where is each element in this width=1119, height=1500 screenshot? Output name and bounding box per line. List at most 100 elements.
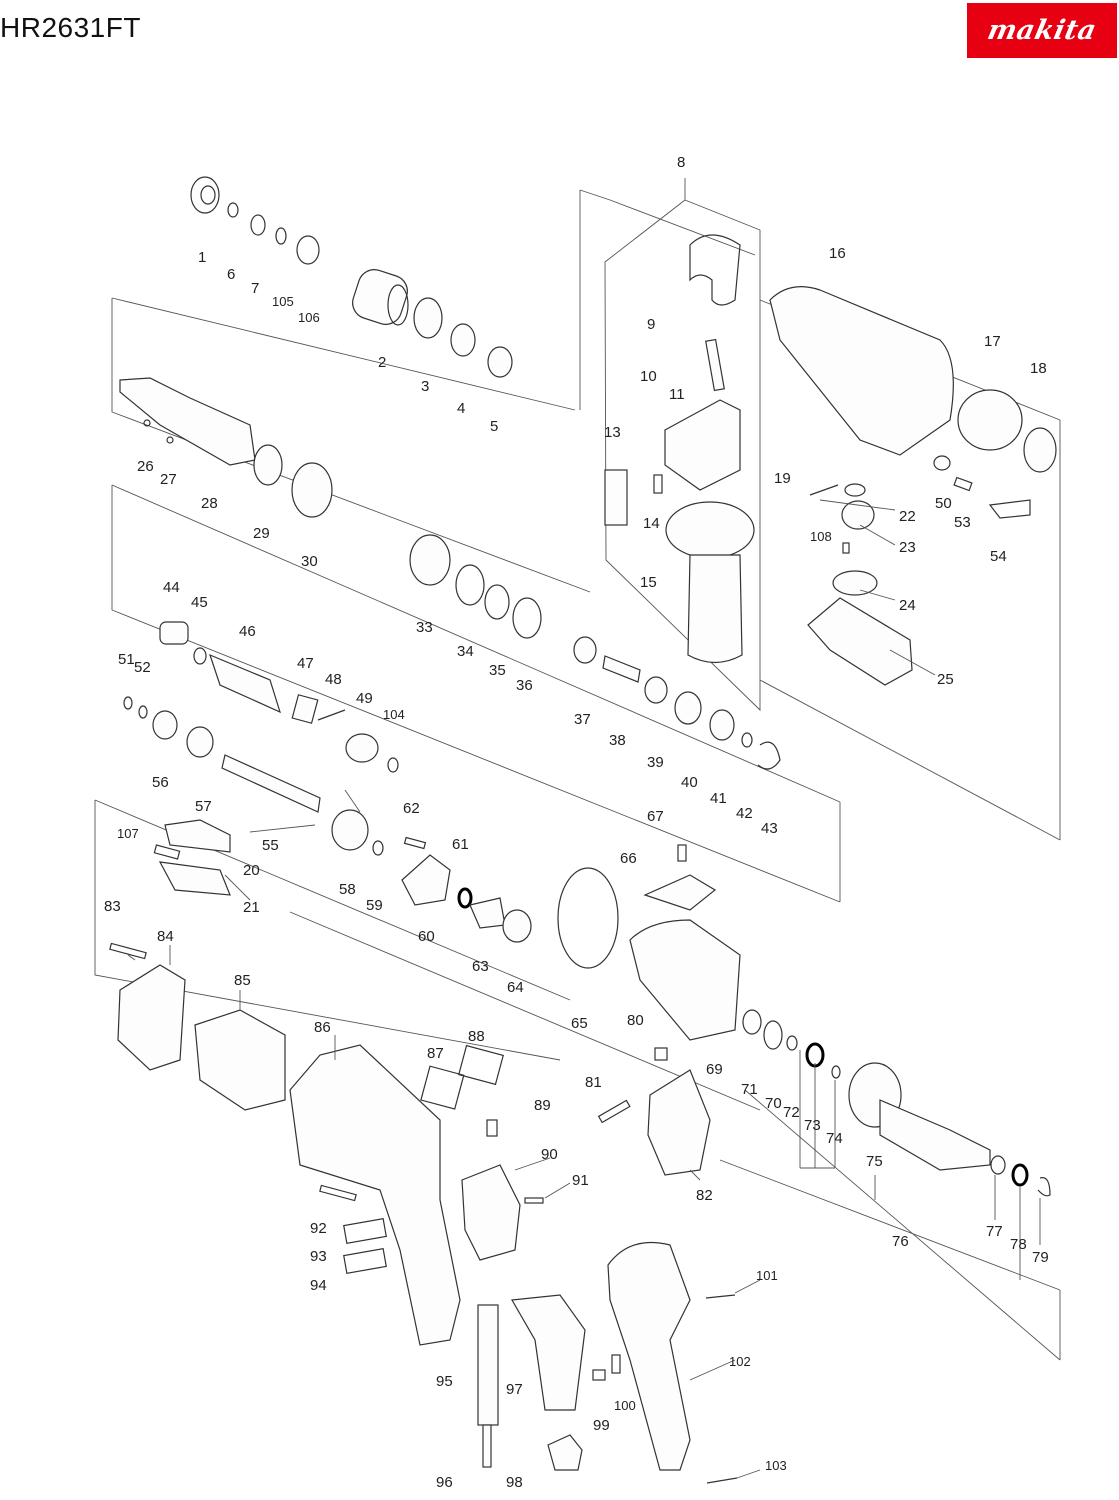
part-63: [469, 897, 506, 929]
label-52: 52: [134, 659, 151, 676]
part-47: [291, 694, 319, 724]
label-66: 66: [620, 850, 637, 867]
label-2: 2: [378, 354, 386, 371]
part-37: [573, 636, 597, 664]
part-93: [343, 1217, 387, 1245]
label-4: 4: [457, 400, 465, 417]
label-9: 9: [647, 316, 655, 333]
part-82: [647, 1069, 711, 1176]
label-96: 96: [436, 1474, 453, 1491]
part-35: [484, 584, 510, 620]
part-84: [117, 964, 186, 1071]
label-98: 98: [506, 1474, 523, 1491]
part-22: [844, 483, 866, 497]
label-18: 18: [1030, 360, 1047, 377]
part-14: [653, 474, 663, 494]
part-45: [193, 647, 207, 665]
label-59: 59: [366, 897, 383, 914]
label-83: 83: [104, 898, 121, 915]
label-7: 7: [251, 280, 259, 297]
part-56: [152, 710, 178, 740]
label-45: 45: [191, 594, 208, 611]
part-43: [757, 741, 781, 770]
part-29: [253, 444, 283, 486]
leader-lines: [127, 499, 1041, 1479]
label-6: 6: [227, 266, 235, 283]
label-93: 93: [310, 1248, 327, 1265]
part-86: [289, 1044, 461, 1346]
label-36: 36: [516, 677, 533, 694]
part-72: [786, 1035, 798, 1051]
part-26: [143, 419, 151, 427]
label-8: 8: [677, 154, 685, 171]
label-106: 106: [298, 310, 320, 325]
part-9: [689, 234, 741, 306]
part-99: [592, 1369, 606, 1381]
part-30: [291, 462, 333, 518]
part-38: [602, 655, 641, 683]
part-28: [119, 377, 256, 466]
label-71: 71: [741, 1081, 758, 1098]
part-103-screw: [706, 1477, 738, 1484]
label-62: 62: [403, 800, 420, 817]
label-105: 105: [272, 294, 294, 309]
makita-logo: makita: [967, 3, 1117, 58]
part-39: [644, 676, 668, 704]
label-25: 25: [937, 671, 954, 688]
part-90: [461, 1164, 521, 1261]
label-21: 21: [243, 899, 260, 916]
part-17: [957, 389, 1023, 451]
part-19: [809, 484, 839, 496]
label-75: 75: [866, 1153, 883, 1170]
label-60: 60: [418, 928, 435, 945]
part-5: [487, 346, 513, 378]
label-56: 56: [152, 774, 169, 791]
label-1: 1: [198, 249, 206, 266]
label-15: 15: [640, 574, 657, 591]
label-23: 23: [899, 539, 916, 556]
part-98: [547, 1434, 583, 1471]
label-107: 107: [117, 826, 139, 841]
label-100: 100: [614, 1398, 636, 1413]
label-108: 108: [810, 529, 832, 544]
label-91: 91: [572, 1172, 589, 1189]
label-41: 41: [710, 790, 727, 807]
label-27: 27: [160, 471, 177, 488]
part-2: [352, 269, 409, 326]
label-46: 46: [239, 623, 256, 640]
part-80: [654, 1047, 668, 1061]
label-42: 42: [736, 805, 753, 822]
label-67: 67: [647, 808, 664, 825]
label-69: 69: [706, 1061, 723, 1078]
label-80: 80: [627, 1012, 644, 1029]
part-106: [296, 235, 320, 265]
part-3: [413, 297, 443, 339]
part-92: [319, 1184, 357, 1202]
label-24: 24: [899, 597, 916, 614]
part-59: [372, 840, 384, 856]
label-26: 26: [137, 458, 154, 475]
part-42: [741, 732, 753, 748]
part-25: [807, 597, 913, 686]
label-30: 30: [301, 553, 318, 570]
label-29: 29: [253, 525, 270, 542]
part-57: [186, 726, 214, 758]
label-49: 49: [356, 690, 373, 707]
part-52: [138, 705, 148, 719]
label-63: 63: [472, 958, 489, 975]
part-10: [705, 338, 725, 392]
part-102: [607, 1241, 691, 1471]
part-40: [674, 691, 702, 725]
part-91: [524, 1197, 544, 1204]
part-13: [604, 469, 628, 526]
part-1: [190, 176, 220, 214]
label-16: 16: [829, 245, 846, 262]
part-69: [629, 919, 741, 1041]
label-50: 50: [935, 495, 952, 512]
part-24: [832, 570, 878, 596]
label-10: 10: [640, 368, 657, 385]
label-102: 102: [729, 1354, 751, 1369]
label-38: 38: [609, 732, 626, 749]
part-107: [153, 844, 181, 860]
label-72: 72: [783, 1104, 800, 1121]
